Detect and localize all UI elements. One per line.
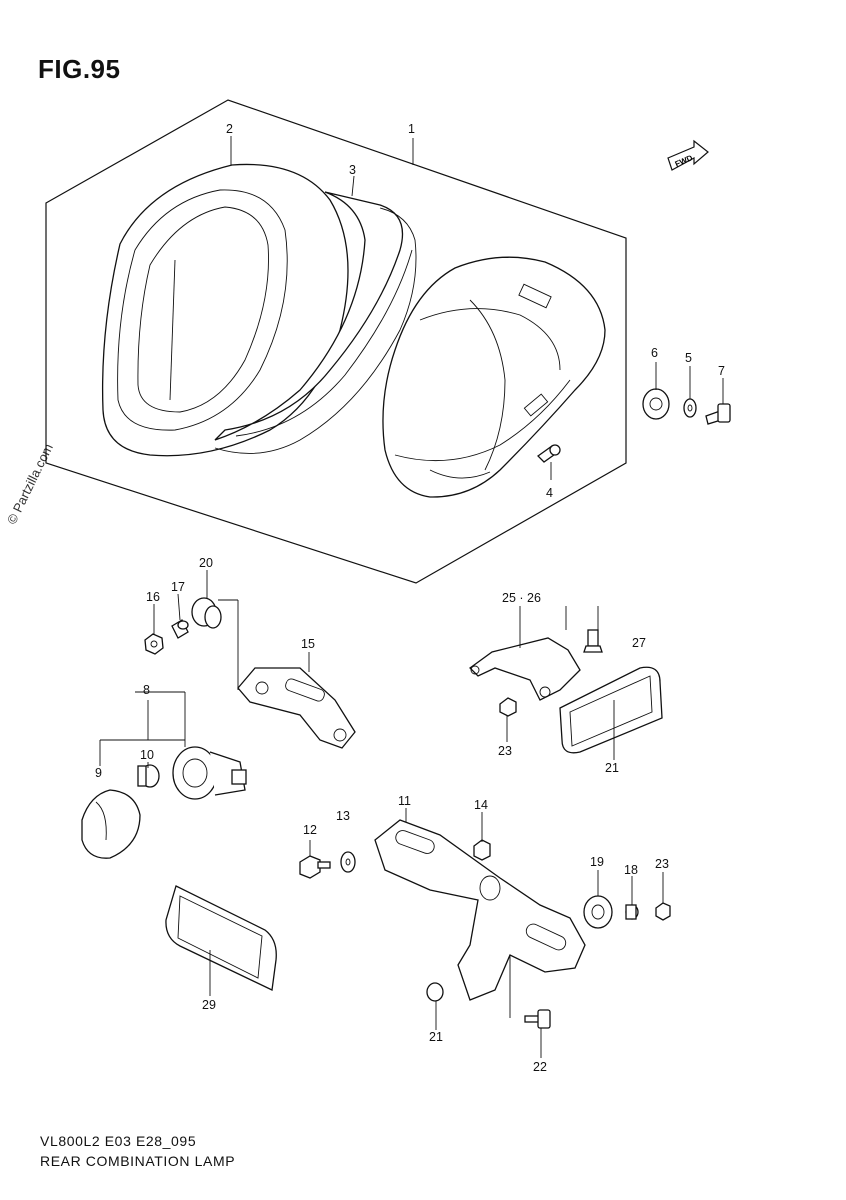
callout-3: 3 <box>349 163 356 177</box>
figure-title: FIG.95 <box>38 54 121 84</box>
callout-22: 22 <box>533 1060 547 1074</box>
part-14-nut <box>473 839 491 861</box>
part-27-bolt <box>583 629 603 653</box>
part-17-collar <box>171 619 189 639</box>
callout-6: 6 <box>651 346 658 360</box>
diagram-code: VL800L2 E03 E28_095 <box>40 1133 197 1149</box>
part-6-grommet <box>642 388 670 420</box>
callout-1: 1 <box>408 122 415 136</box>
part-2-lens-housing <box>101 163 349 457</box>
assembly-outline <box>45 99 627 584</box>
callout-14: 14 <box>474 798 488 812</box>
part-18-collar <box>625 904 639 920</box>
part-13-washer <box>340 851 356 873</box>
part-21-reflector-upper <box>559 666 663 754</box>
callout-15: 15 <box>301 637 315 651</box>
part-8-socket <box>172 746 247 800</box>
callout-19: 19 <box>590 855 604 869</box>
part-4-screw <box>536 444 561 463</box>
callout-17: 17 <box>171 580 185 594</box>
part-22-screw <box>524 1009 551 1029</box>
callout-5: 5 <box>685 351 692 365</box>
callout-8: 8 <box>143 683 150 697</box>
part-25-26-bracket <box>469 637 581 701</box>
part-21-nut-lower <box>426 982 444 1002</box>
callout-2: 2 <box>226 122 233 136</box>
part-20-grommet <box>191 597 222 629</box>
callout-21-upper: 21 <box>605 761 619 775</box>
leader-lines <box>99 136 724 1058</box>
callout-18: 18 <box>624 863 638 877</box>
callout-21-lower: 21 <box>429 1030 443 1044</box>
part-29-reflector-lower <box>165 885 277 991</box>
callout-29: 29 <box>202 998 216 1012</box>
callout-20: 20 <box>199 556 213 570</box>
part-19-grommet <box>583 895 613 929</box>
part-10-bulb <box>137 764 160 788</box>
callout-7: 7 <box>718 364 725 378</box>
callout-labels: 1 2 3 4 5 6 7 8 9 10 11 12 13 14 15 16 1… <box>95 122 725 1074</box>
fwd-direction-badge: FWD <box>667 139 709 171</box>
callout-11: 11 <box>398 794 411 808</box>
callout-23-lower: 23 <box>655 857 669 871</box>
callout-12: 12 <box>303 823 317 837</box>
part-11-bracket <box>374 819 586 1001</box>
part-3-gasket <box>214 191 417 454</box>
part-7-bolt <box>705 403 731 425</box>
assembly-name: REAR COMBINATION LAMP <box>40 1153 236 1169</box>
callout-13: 13 <box>336 809 350 823</box>
callout-27: 27 <box>632 636 646 650</box>
callout-4: 4 <box>546 486 553 500</box>
part-12-bolt <box>299 855 331 879</box>
part-23b-nut <box>655 902 671 921</box>
part-16-nut <box>144 633 164 655</box>
callout-23-upper: 23 <box>498 744 512 758</box>
callout-16: 16 <box>146 590 160 604</box>
callout-9: 9 <box>95 766 102 780</box>
part-1-lamp-body <box>382 256 606 498</box>
part-9-turn-signal-lens <box>81 789 141 859</box>
callout-25-26: 25 · 26 <box>502 591 541 605</box>
part-23a-nut <box>499 697 517 717</box>
callout-10: 10 <box>140 748 154 762</box>
part-5-washer <box>683 398 697 418</box>
part-15-bracket <box>237 667 356 749</box>
